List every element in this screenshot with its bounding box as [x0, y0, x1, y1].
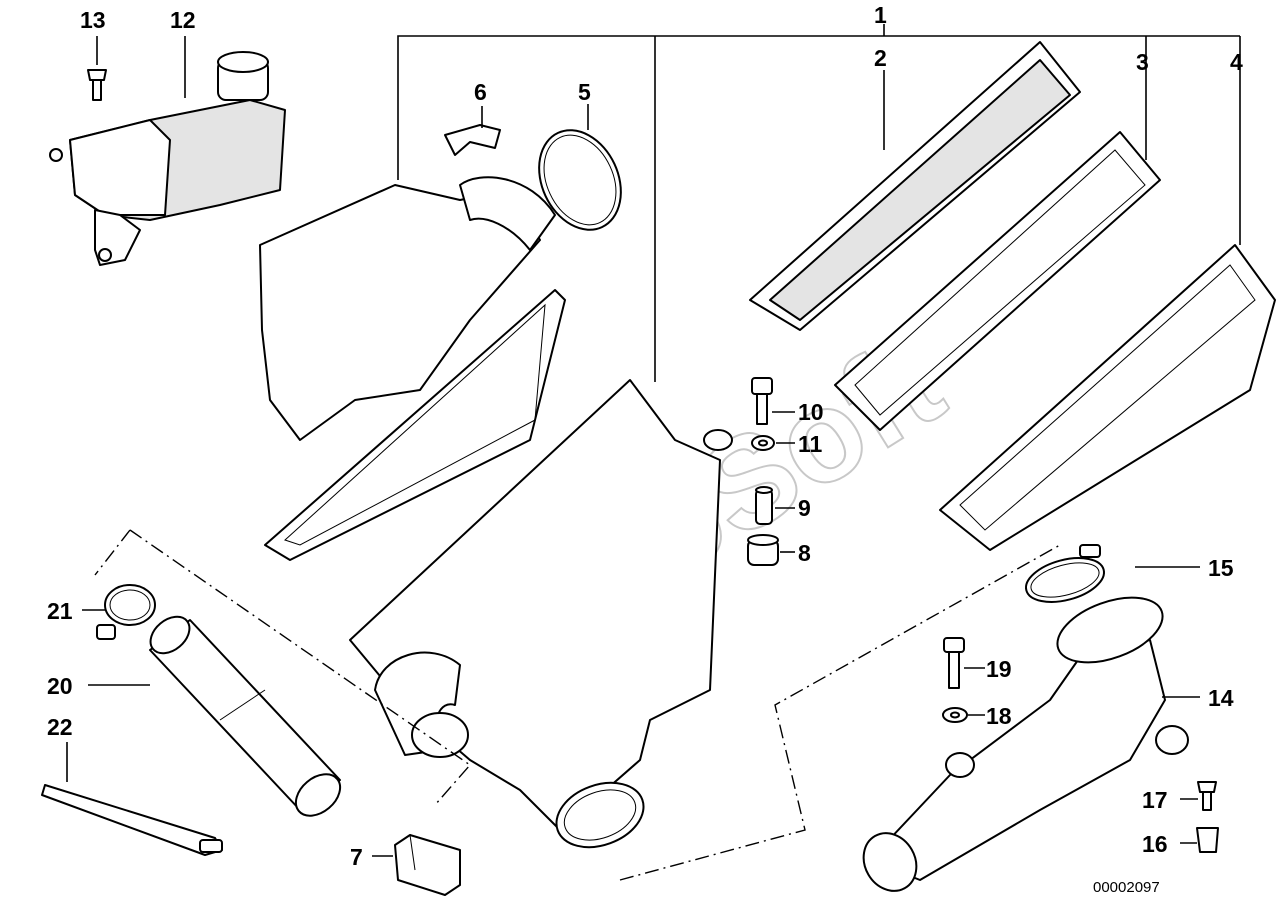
hose-part-20	[88, 615, 342, 817]
grommet-part-8	[747, 534, 795, 566]
callout-15: 15	[1208, 555, 1234, 581]
washer-part-18	[942, 707, 985, 723]
callout-12: 12	[170, 7, 196, 33]
hose-clamp-part-15	[1025, 544, 1200, 603]
expansion-tank-part-12	[49, 36, 286, 266]
screw-part-17	[1180, 781, 1217, 811]
hose-clamp-part-21	[82, 584, 156, 640]
washer-part-11	[751, 435, 795, 451]
callout-11: 11	[798, 431, 823, 457]
cable-tie-part-22	[41, 742, 223, 856]
callout-13: 13	[80, 7, 106, 33]
callout-4: 4	[1230, 49, 1243, 75]
callout-7: 7	[350, 844, 363, 870]
callout-labels: 1 2 3 4 5 6 7 8 9 10 11 12 13 14 15 16 1…	[47, 2, 1243, 870]
filter-frame-part-3	[834, 131, 1161, 431]
callout-3: 3	[1136, 49, 1149, 75]
nut-clip-part-16	[1180, 827, 1219, 853]
seal-ring-part-5	[538, 104, 622, 231]
callout-14: 14	[1208, 685, 1234, 711]
callout-18: 18	[986, 703, 1012, 729]
air-filter-housing-lower	[349, 379, 733, 849]
callout-2: 2	[874, 45, 887, 71]
callout-19: 19	[986, 656, 1012, 682]
callout-21: 21	[47, 598, 73, 624]
callout-1: 1	[874, 2, 887, 28]
callout-17: 17	[1142, 787, 1168, 813]
callout-8: 8	[798, 540, 811, 566]
air-filter-housing-upper	[259, 176, 566, 561]
callout-6: 6	[474, 79, 487, 105]
callout-16: 16	[1142, 831, 1168, 857]
callout-20: 20	[47, 673, 73, 699]
callout-9: 9	[798, 495, 811, 521]
callout-10: 10	[798, 399, 824, 425]
document-number: 00002097	[1093, 879, 1160, 896]
bolt-part-19	[943, 637, 985, 689]
callout-5: 5	[578, 79, 591, 105]
bolt-part-10	[751, 377, 795, 425]
callout-22: 22	[47, 714, 73, 740]
cover-part-4	[939, 244, 1276, 551]
intake-duct-part-14	[862, 596, 1200, 892]
sleeve-part-9	[755, 486, 795, 525]
screw-part-13	[87, 36, 107, 101]
clip-part-6	[444, 106, 501, 156]
sub-assembly-bracket	[94, 529, 472, 806]
filter-element-part-2	[749, 41, 1081, 331]
clip-part-7	[372, 834, 461, 896]
assembly-bracket-1	[397, 24, 1241, 382]
